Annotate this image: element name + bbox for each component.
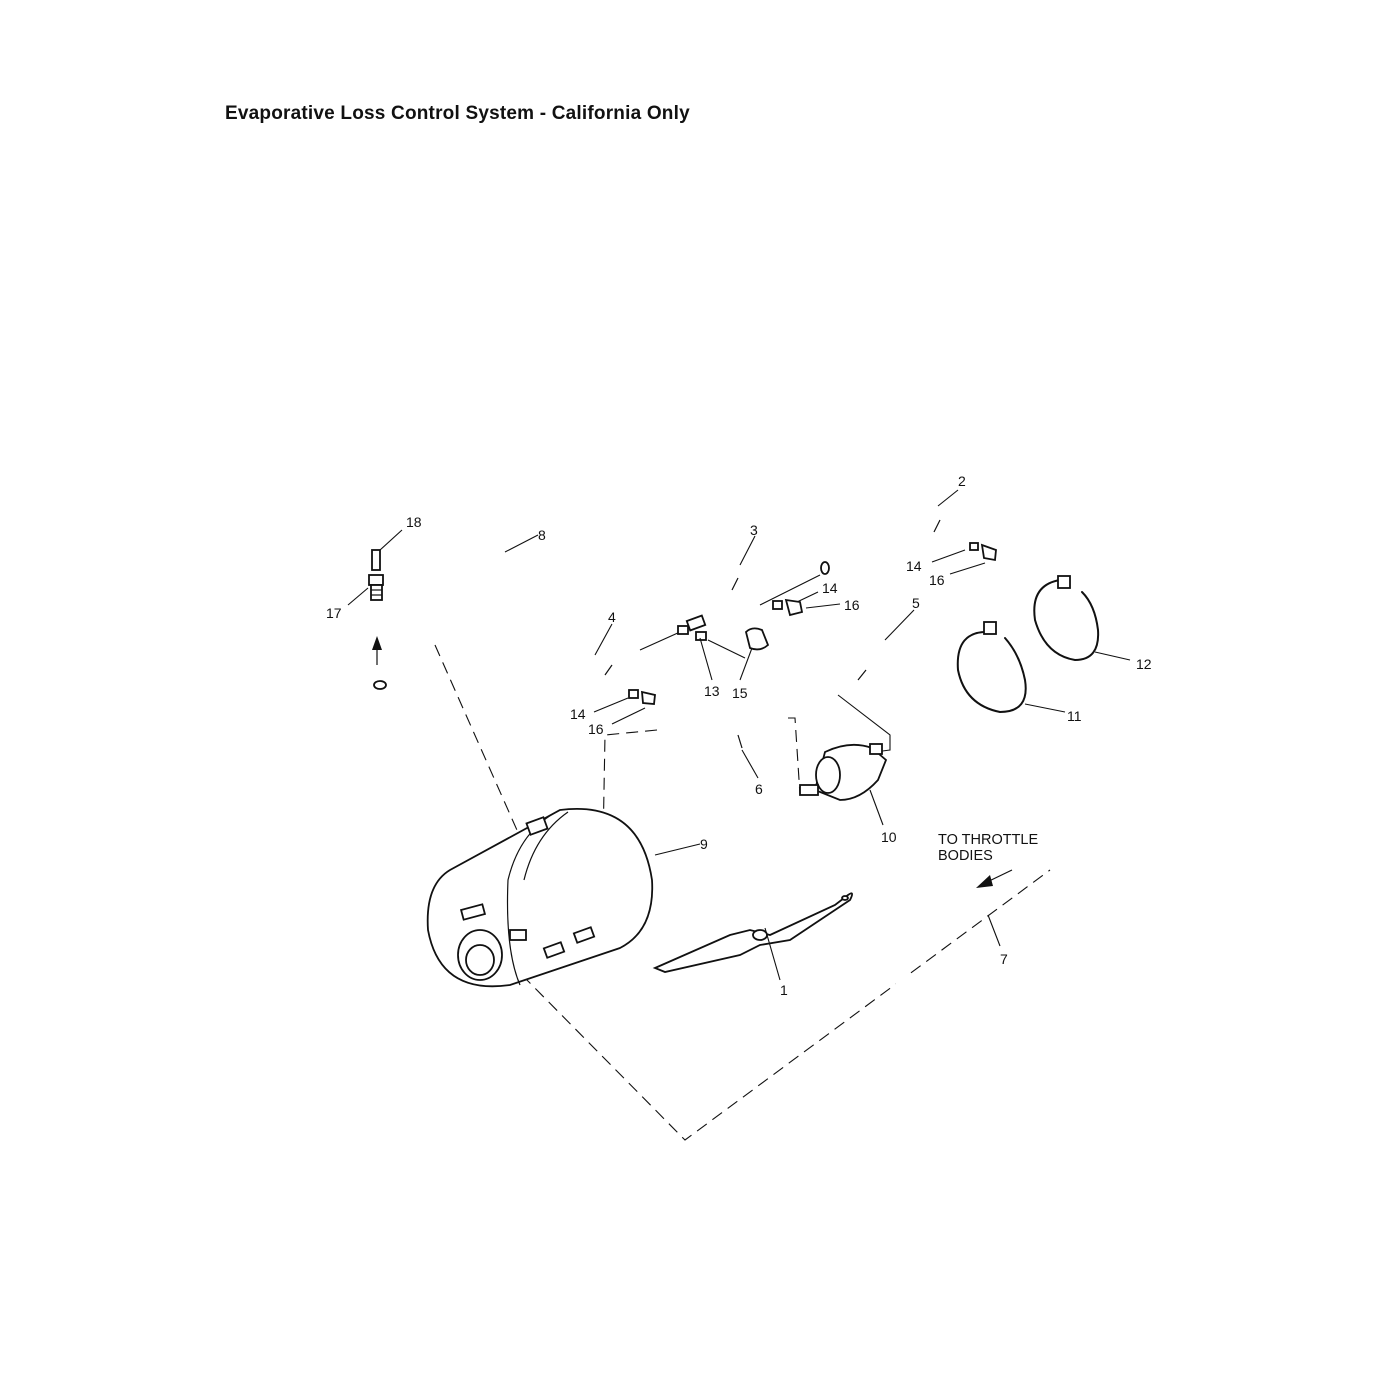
- callout-6: 6: [755, 781, 763, 797]
- clip-14-16-upper: [772, 598, 804, 617]
- note-throttle-line2: BODIES: [938, 848, 993, 864]
- callout-14-upper: 14: [822, 580, 838, 596]
- callout-3: 3: [750, 522, 758, 538]
- callout-18: 18: [406, 514, 422, 530]
- callout-16-right: 16: [929, 572, 945, 588]
- clip-14-16-left: [628, 689, 656, 705]
- callout-11: 11: [1067, 708, 1082, 724]
- hose-2: [820, 501, 970, 575]
- canister-9: [426, 808, 654, 988]
- flow-arrow-up: [372, 636, 382, 665]
- fitting-17: [368, 574, 384, 601]
- hose-3: [693, 561, 821, 610]
- callout-13: 13: [704, 683, 720, 699]
- callout-2: 2: [958, 473, 966, 489]
- fitting-15: [745, 627, 770, 651]
- callout-8: 8: [538, 527, 546, 543]
- callout-9: 9: [700, 836, 708, 852]
- callout-12: 12: [1136, 656, 1152, 672]
- hose-4: [558, 631, 681, 695]
- flow-arrow-throttle: [976, 869, 1013, 888]
- callout-16-left: 16: [588, 721, 604, 737]
- clamp-12: [1033, 575, 1100, 661]
- callout-5: 5: [912, 595, 920, 611]
- callout-10: 10: [881, 829, 897, 845]
- callout-7: 7: [1000, 951, 1008, 967]
- hose-7: [830, 845, 1053, 1065]
- page-title: Evaporative Loss Control System - Califo…: [225, 103, 690, 124]
- note-throttle-line1: TO THROTTLE: [938, 832, 1038, 848]
- callout-16-upper: 16: [844, 597, 860, 613]
- callout-15: 15: [732, 685, 748, 701]
- hose-6: [663, 707, 763, 759]
- callout-14-left: 14: [570, 706, 586, 722]
- fitting-18: [371, 549, 381, 571]
- purge-valve-10: [799, 743, 888, 801]
- callout-leaders: [347, 489, 1131, 981]
- hose-5: [785, 641, 890, 693]
- bracket-1: [652, 892, 853, 973]
- clamp-11: [956, 621, 1027, 713]
- callout-14-right: 14: [906, 558, 922, 574]
- callout-17: 17: [326, 605, 342, 621]
- callout-4: 4: [608, 609, 616, 625]
- tee-connector-13: [677, 614, 707, 641]
- clip-14-16-right: [969, 542, 997, 562]
- callout-1: 1: [780, 982, 788, 998]
- hose-8: [373, 539, 510, 715]
